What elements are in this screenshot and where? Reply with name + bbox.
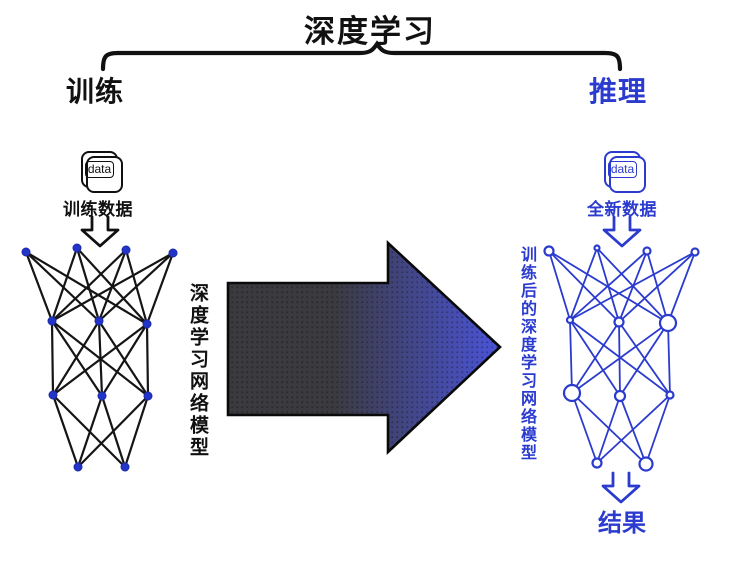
training-data-caption: 训练数据 bbox=[63, 200, 133, 219]
training-network-graph bbox=[21, 243, 178, 472]
result-label: 结果 bbox=[598, 510, 646, 537]
inference-network-graph bbox=[543, 244, 700, 472]
training-to-inference-arrow bbox=[226, 240, 502, 456]
result-down-arrow bbox=[601, 471, 641, 504]
inference-network-caption: 训练后的深度学习网络模型 bbox=[518, 246, 535, 462]
train-data-down-arrow bbox=[80, 215, 120, 248]
training-section-label: 训练 bbox=[66, 76, 125, 107]
title-brace bbox=[100, 40, 623, 72]
data-icon-text: data bbox=[607, 161, 638, 178]
new-data-caption: 全新数据 bbox=[587, 200, 657, 219]
inference-section-label: 推理 bbox=[589, 76, 648, 107]
new-data-icon: data bbox=[604, 151, 646, 193]
data-icon-text: data bbox=[84, 161, 115, 178]
training-data-icon: data bbox=[81, 151, 123, 193]
page-title: 深度学习 bbox=[304, 14, 436, 49]
new-data-down-arrow bbox=[602, 215, 642, 248]
training-network-caption: 深度学习网络模型 bbox=[187, 283, 208, 459]
